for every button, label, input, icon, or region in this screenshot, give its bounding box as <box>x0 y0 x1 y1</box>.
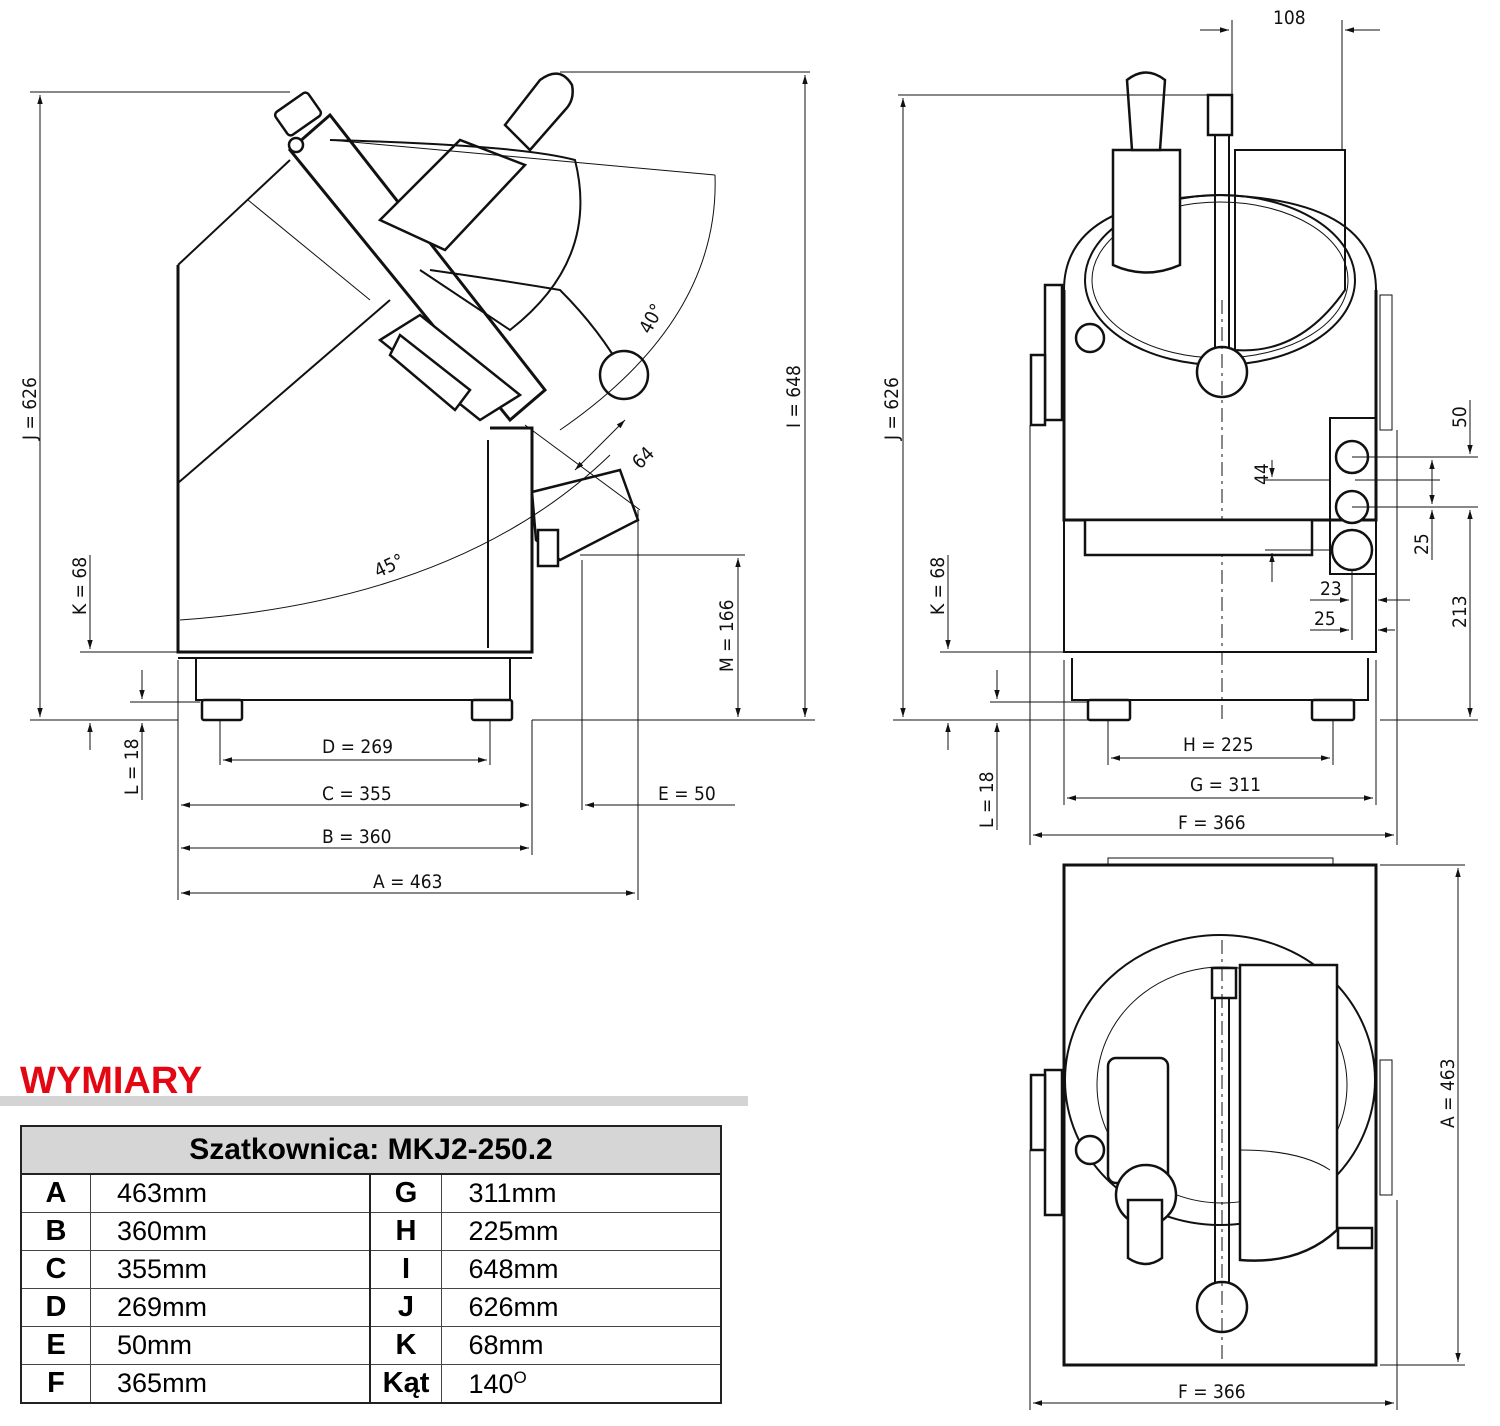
dim-I-label: I = 648 <box>783 365 805 428</box>
dim-E-label: E = 50 <box>658 783 716 805</box>
dim-F-front-label: F = 366 <box>1178 812 1246 834</box>
dimension-value: 360mm <box>90 1212 371 1251</box>
front-view: 108 J = 626 K = 68 L = 18 H = 225 G = 31… <box>881 7 1478 845</box>
side-view: D = 269 C = 355 E = 50 B = 360 A = 463 J… <box>19 71 815 900</box>
dim-G-label: G = 311 <box>1190 774 1261 796</box>
front-dimensions <box>893 20 1478 845</box>
dimension-value: 225mm <box>441 1212 723 1251</box>
dimension-key: C <box>20 1250 92 1289</box>
dimension-value: 311mm <box>441 1173 723 1213</box>
section-title: WYMIARY <box>20 1060 203 1102</box>
dimension-value: 355mm <box>90 1250 371 1289</box>
dimension-key: K <box>368 1326 443 1365</box>
dim-M-label: M = 166 <box>716 599 738 672</box>
dim-44-label: 44 <box>1251 463 1273 485</box>
dim-25b-label: 25 <box>1314 608 1336 630</box>
top-dimensions <box>1029 864 1465 1410</box>
dimension-key: H <box>368 1212 443 1251</box>
dim-50-label: 50 <box>1449 406 1471 428</box>
dim-L-label: L = 18 <box>121 739 143 795</box>
dim-L-front-label: L = 18 <box>976 772 998 828</box>
dim-A-top-label: A = 463 <box>1437 1059 1459 1129</box>
dim-D-label: D = 269 <box>322 736 393 758</box>
dimensions-table: Szatkownica: MKJ2-250.2 A 463mm G 311mm … <box>20 1125 723 1404</box>
table-row: F 365mm Kąt 140O <box>20 1364 723 1404</box>
angle-40-label: 40° <box>635 300 669 337</box>
table-row: B 360mm H 225mm <box>20 1212 723 1251</box>
dimension-value: 463mm <box>90 1173 371 1213</box>
degree-mark: O <box>513 1367 527 1387</box>
dim-213-label: 213 <box>1449 595 1471 628</box>
dim-B-label: B = 360 <box>322 826 392 848</box>
table-row: E 50mm K 68mm <box>20 1326 723 1365</box>
side-dimensions <box>30 71 815 900</box>
table-title: Szatkownica: MKJ2-250.2 <box>20 1125 722 1175</box>
dimension-key: Kąt <box>368 1364 443 1404</box>
dimension-value: 269mm <box>90 1288 371 1327</box>
dimension-key: A <box>20 1173 92 1213</box>
dim-K-label: K = 68 <box>69 557 91 615</box>
dimension-key: F <box>20 1364 92 1404</box>
dimension-value: 50mm <box>90 1326 371 1365</box>
dim-A-label: A = 463 <box>373 871 443 893</box>
dim-64-label: 64 <box>628 443 659 474</box>
dimension-value: 648mm <box>441 1250 723 1289</box>
dim-H-label: H = 225 <box>1183 734 1254 756</box>
dim-J-label: J = 626 <box>19 377 41 441</box>
dim-J-front-label: J = 626 <box>881 377 903 441</box>
dimension-key: G <box>368 1173 443 1213</box>
dimension-value: 365mm <box>90 1364 371 1404</box>
dimension-key: E <box>20 1326 92 1365</box>
dim-F-top-label: F = 366 <box>1178 1381 1246 1403</box>
table-row: A 463mm G 311mm <box>20 1173 723 1213</box>
dim-25a-label: 25 <box>1411 533 1433 555</box>
dimension-key: I <box>368 1250 443 1289</box>
dim-K-front-label: K = 68 <box>927 557 949 615</box>
dimension-key: D <box>20 1288 92 1327</box>
table-row: D 269mm J 626mm <box>20 1288 723 1327</box>
dimension-value: 626mm <box>441 1288 723 1327</box>
dimension-key: B <box>20 1212 92 1251</box>
dim-C-label: C = 355 <box>322 783 392 805</box>
dim-108-label: 108 <box>1273 7 1306 29</box>
angle-value: 140O <box>441 1364 723 1404</box>
dimension-value: 68mm <box>441 1326 723 1365</box>
angle-number: 140 <box>468 1368 514 1399</box>
dim-23-label: 23 <box>1320 578 1342 600</box>
top-view: A = 463 F = 366 <box>1029 857 1465 1410</box>
section-divider <box>0 1096 748 1106</box>
dimension-key: J <box>368 1288 443 1327</box>
table-row: C 355mm I 648mm <box>20 1250 723 1289</box>
